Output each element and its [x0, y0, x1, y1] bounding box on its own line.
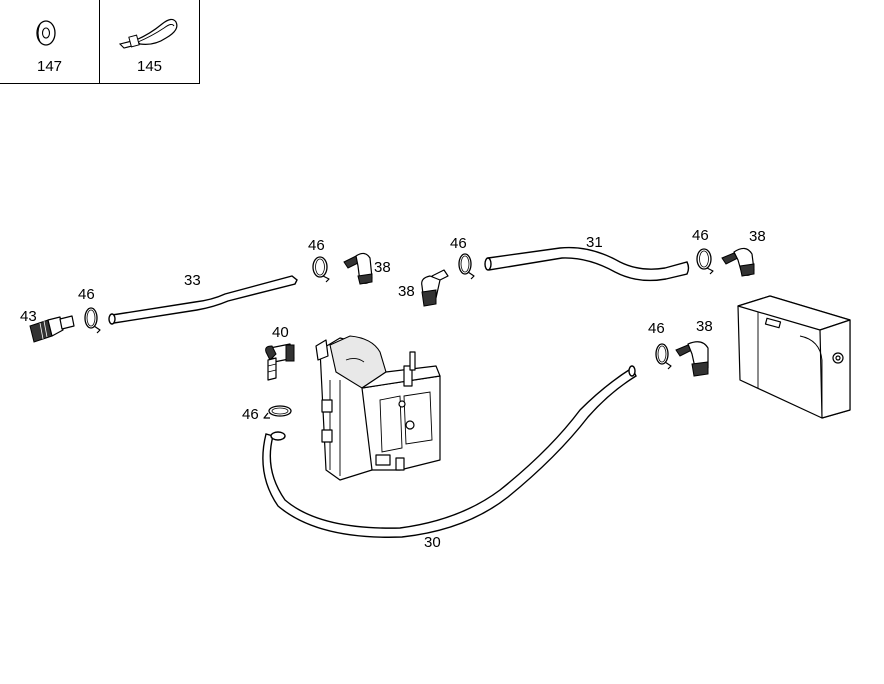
elbow-fitting-38-b	[421, 269, 449, 307]
hose-30	[262, 365, 637, 538]
hose-31	[484, 246, 690, 282]
callout-43: 43	[20, 308, 37, 325]
callout-46-b: 46	[308, 237, 325, 254]
callout-38-b: 38	[398, 283, 415, 300]
callout-46-e: 46	[648, 320, 665, 337]
washer-icon	[36, 20, 56, 46]
callout-33: 33	[184, 272, 201, 289]
callout-38-c: 38	[749, 228, 766, 245]
callout-46-d: 46	[692, 227, 709, 244]
callout-30: 30	[424, 534, 441, 551]
callout-46-a: 46	[78, 286, 95, 303]
callout-40: 40	[272, 324, 289, 341]
callout-31: 31	[586, 234, 603, 251]
connector-43	[29, 315, 75, 343]
legend-label-147: 147	[36, 58, 63, 75]
callout-46-c: 46	[450, 235, 467, 252]
callout-38-a: 38	[374, 259, 391, 276]
hose-33	[108, 275, 298, 325]
reservoir-assembly	[315, 335, 441, 481]
cable-tie-icon	[118, 18, 178, 49]
hose-clamp-46-d	[696, 248, 714, 275]
hose-clamp-46-e	[655, 343, 672, 370]
legend-label-145: 145	[136, 58, 163, 75]
elbow-fitting-38-c	[721, 247, 755, 277]
legend-cell-147: 147	[0, 0, 100, 84]
hose-clamp-46-b	[312, 256, 330, 283]
hose-clamp-46-c	[458, 253, 475, 280]
callout-38-d: 38	[696, 318, 713, 335]
hose-clamp-46-f	[263, 405, 292, 419]
hose-clamp-46-a	[84, 307, 101, 334]
callout-46-f: 46	[242, 406, 259, 423]
elbow-fitting-38-a	[343, 252, 373, 285]
connector-40	[265, 343, 295, 381]
reservoir-tank	[737, 295, 851, 419]
elbow-fitting-38-d	[675, 341, 709, 377]
legend-cell-145: 145	[100, 0, 200, 84]
